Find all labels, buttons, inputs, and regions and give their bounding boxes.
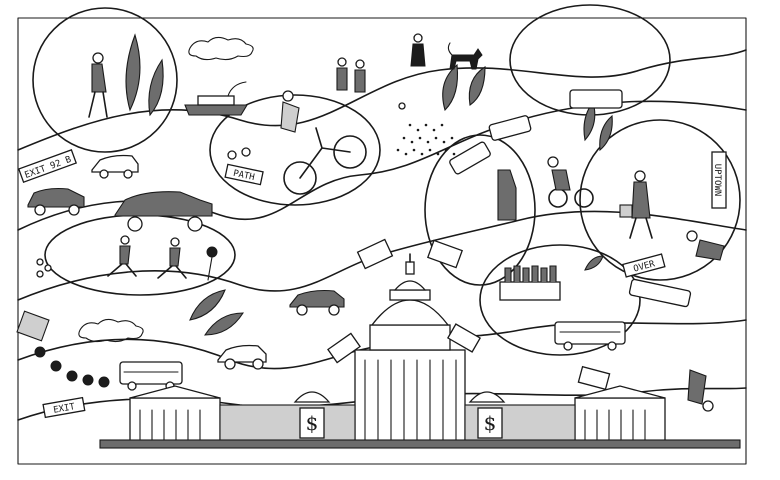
svg-text:$: $ <box>484 411 497 435</box>
svg-text:$: $ <box>306 411 319 435</box>
money-bills <box>327 238 611 391</box>
ship-icon <box>184 81 248 116</box>
flower-icons <box>36 102 406 281</box>
bicycle-icon <box>547 156 594 208</box>
people-figures-right <box>686 230 725 412</box>
tree-icon <box>125 33 613 336</box>
path-sign: PATH <box>232 169 255 183</box>
cloud-icon <box>78 36 254 343</box>
bus-icon <box>119 89 692 391</box>
people-figures <box>88 33 653 301</box>
dotted-field <box>396 123 456 156</box>
capitol-building-icon <box>99 253 741 449</box>
dog-icon <box>447 42 483 70</box>
car-icon <box>27 154 517 370</box>
traffic-row <box>16 310 110 388</box>
dollar-sign-icon: $ $ <box>299 407 503 439</box>
uptown-sign: UPTOWN <box>712 164 722 197</box>
street-signs: EXIT 92 B PATH UPTOWN OVER EXIT <box>17 149 727 419</box>
exit-lower-sign: EXIT <box>53 402 77 416</box>
frame-border <box>17 17 747 465</box>
